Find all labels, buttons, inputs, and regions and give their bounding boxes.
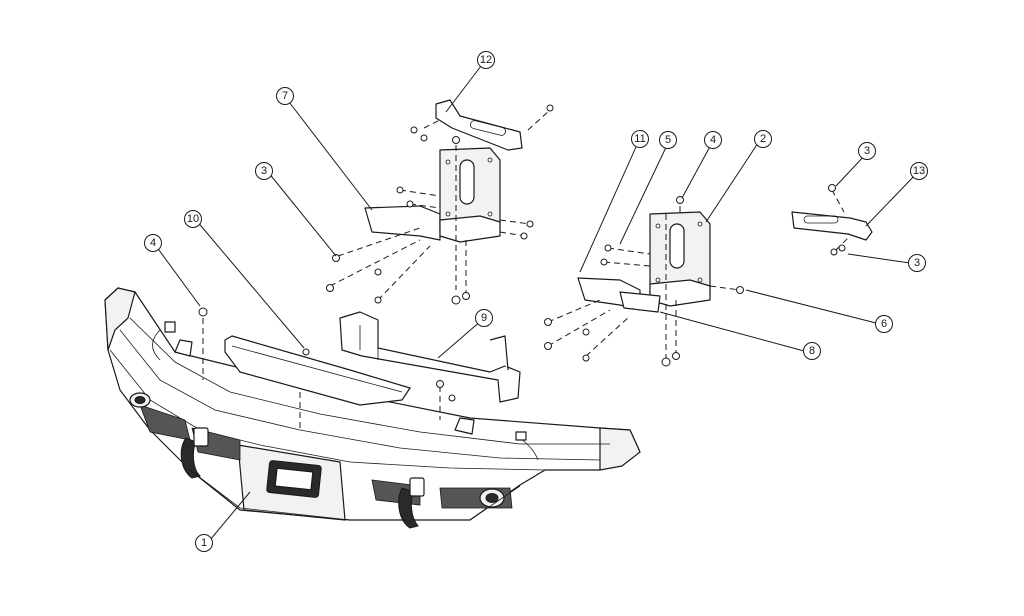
callout-9: 9 <box>475 309 493 327</box>
callout-10: 10 <box>184 210 202 228</box>
top-cover-plate <box>224 335 411 406</box>
callout-12: 12 <box>477 51 495 69</box>
cross-member <box>339 311 521 403</box>
callout-3a: 3 <box>255 162 273 180</box>
callout-13: 13 <box>910 162 928 180</box>
left-mount-bracket <box>364 147 501 243</box>
svg-text:3: 3 <box>261 165 267 177</box>
callout-7: 7 <box>276 87 294 105</box>
svg-text:9: 9 <box>481 312 487 324</box>
svg-text:5: 5 <box>665 134 671 146</box>
strap-12 <box>435 99 523 151</box>
fasteners <box>198 104 851 430</box>
svg-text:1: 1 <box>201 537 207 549</box>
svg-text:7: 7 <box>282 90 288 102</box>
callout-6: 6 <box>875 315 893 333</box>
callout-1: 1 <box>195 534 213 552</box>
callout-3c: 3 <box>908 254 926 272</box>
strap-13 <box>791 211 873 241</box>
svg-text:3: 3 <box>914 257 920 269</box>
callout-2: 2 <box>754 130 772 148</box>
svg-text:4: 4 <box>150 237 156 249</box>
svg-text:8: 8 <box>809 345 815 357</box>
callout-3b: 3 <box>858 142 876 160</box>
svg-text:13: 13 <box>913 165 925 177</box>
callout-4b: 4 <box>704 131 722 149</box>
callout-8: 8 <box>803 342 821 360</box>
callout-5: 5 <box>659 131 677 149</box>
svg-text:4: 4 <box>710 134 716 146</box>
svg-text:6: 6 <box>881 318 887 330</box>
svg-text:2: 2 <box>760 133 766 145</box>
leader-lines <box>155 61 919 541</box>
svg-text:12: 12 <box>480 54 492 66</box>
svg-text:10: 10 <box>187 213 199 225</box>
svg-text:3: 3 <box>864 145 870 157</box>
callout-4a: 4 <box>144 234 162 252</box>
callout-11: 11 <box>631 130 649 148</box>
right-mount-bracket <box>577 211 711 313</box>
svg-text:11: 11 <box>634 133 645 145</box>
